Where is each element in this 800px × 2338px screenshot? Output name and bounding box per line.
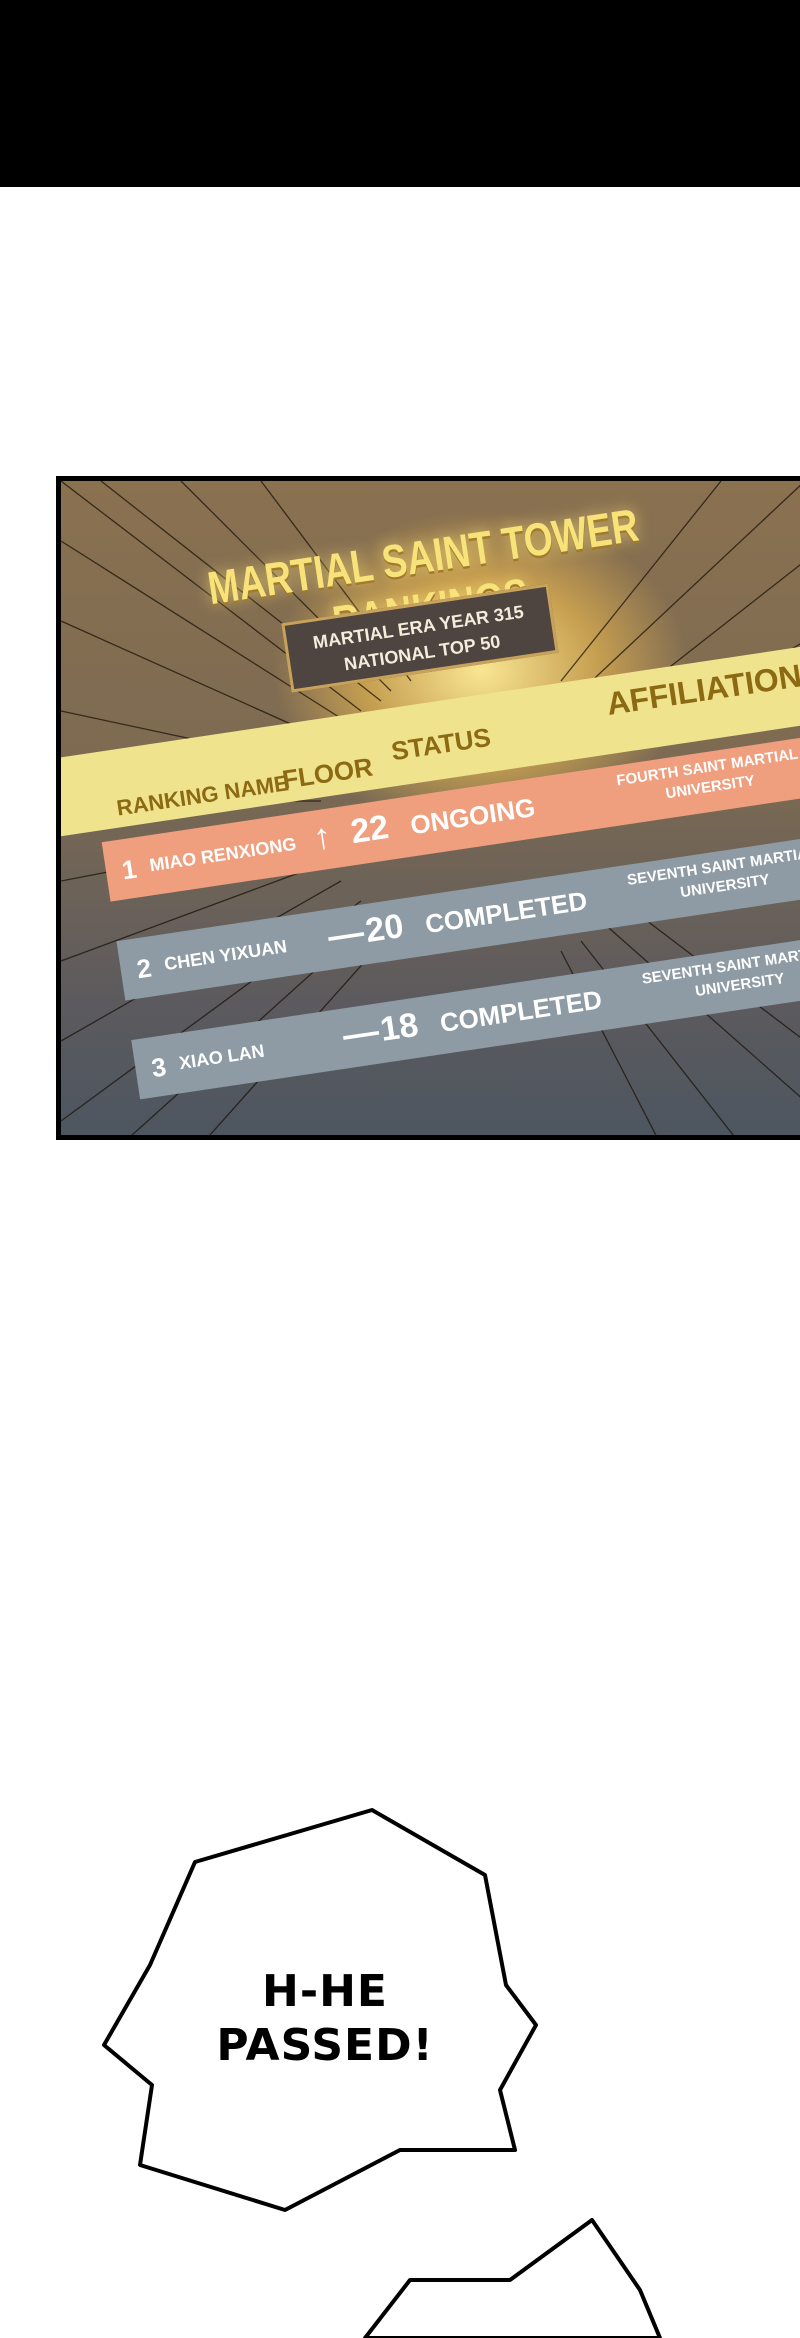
- competitor-name: XIAO LAN: [177, 1040, 266, 1074]
- competitor-name: MIAO RENXIONG: [148, 833, 298, 876]
- floor-number: 18: [377, 1005, 421, 1049]
- status-text: COMPLETED: [437, 984, 604, 1039]
- trend-up-icon: ↑: [310, 814, 335, 858]
- affiliation: SEVENTH SAINT MARTIAL UNIVERSITY: [627, 940, 800, 1012]
- status-text: COMPLETED: [423, 885, 590, 940]
- speech-bubble-text: H-HE PASSED!: [175, 1965, 475, 2073]
- trend-same-icon: —: [325, 910, 367, 957]
- floor-number: 20: [362, 906, 406, 951]
- floor-number: 22: [348, 807, 392, 852]
- speech-bubble-main: [102, 1808, 538, 2212]
- status-text: ONGOING: [408, 792, 538, 841]
- speech-bubbles: [102, 1808, 662, 2338]
- rank-number: 3: [149, 1051, 169, 1084]
- affiliation: FOURTH SAINT MARTIAL UNIVERSITY: [597, 742, 800, 814]
- trend-same-icon: —: [339, 1009, 382, 1056]
- top-black-bar: [0, 0, 800, 187]
- rank-number: 1: [119, 853, 139, 886]
- speech-line-2: PASSED!: [216, 2020, 434, 2071]
- rankings-board: MARTIAL SAINT TOWER RANKINGS MARTIAL ERA…: [61, 481, 800, 1135]
- speech-line-1: H-HE: [262, 1966, 388, 2017]
- rankings-panel: MARTIAL SAINT TOWER RANKINGS MARTIAL ERA…: [56, 476, 800, 1140]
- rank-number: 2: [134, 952, 154, 985]
- competitor-name: CHEN YIXUAN: [162, 936, 289, 975]
- affiliation: SEVENTH SAINT MARTIAL UNIVERSITY: [612, 841, 800, 913]
- speech-bubble-lower: [363, 2218, 662, 2338]
